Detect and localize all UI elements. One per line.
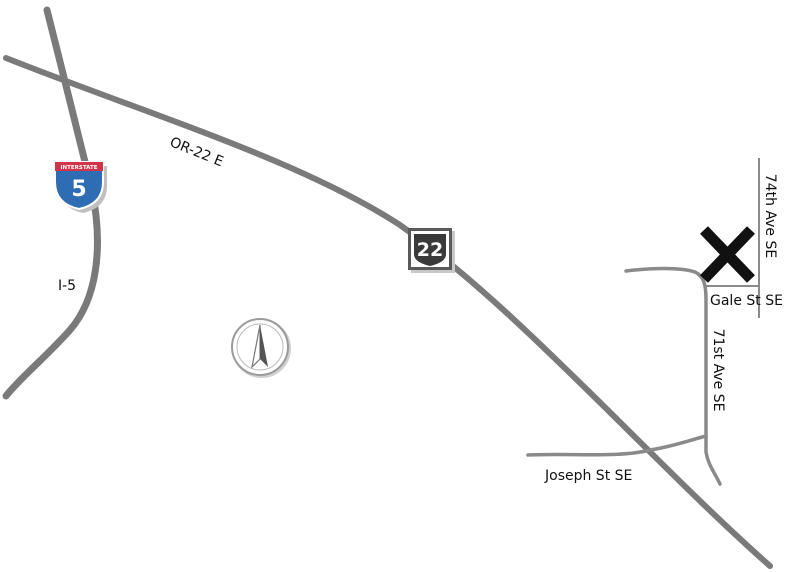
x-mark-icon [700,226,755,283]
interstate-shield-number: 5 [71,177,86,202]
state-route-shield-icon: 22 [408,228,455,273]
label-gale-st: Gale St SE [710,293,783,309]
label-i5: I-5 [58,278,76,294]
road-joseph-st [526,434,708,457]
road-i5 [2,6,101,400]
interstate-shield-icon: INTERSTATE 5 [54,161,107,213]
label-71st-ave: 71st Ave SE [710,329,726,412]
road-or22 [3,55,773,569]
state-shield-number: 22 [417,239,443,261]
road-71st-ave [624,266,722,486]
north-arrow-icon [231,318,291,378]
label-74th-ave: 74th Ave SE [762,174,778,258]
label-joseph-st: Joseph St SE [544,468,632,484]
interstate-shield-banner: INTERSTATE [60,165,97,171]
